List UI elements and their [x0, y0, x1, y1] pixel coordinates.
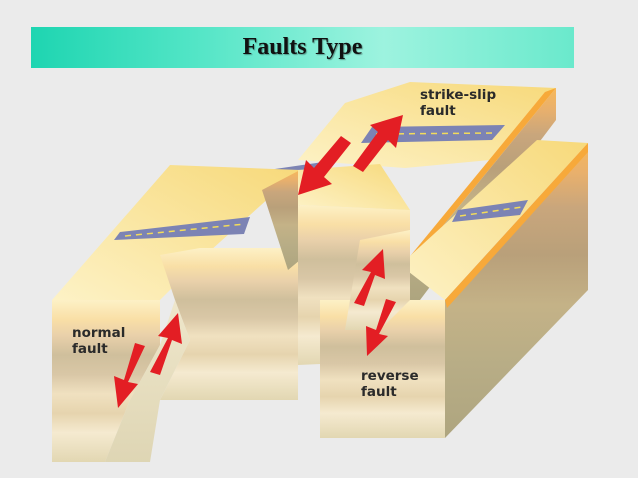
label-reverse-2: fault: [361, 384, 397, 400]
motion-arrows: [114, 115, 403, 408]
label-normal-2: fault: [72, 341, 108, 357]
arrow-up-icon: [150, 313, 182, 375]
label-strike-slip-2: fault: [420, 103, 456, 119]
normal-fault-block: [52, 165, 300, 462]
label-reverse-1: reverse: [361, 368, 419, 384]
reverse-fault-block: [320, 140, 588, 438]
arrow-down-left-icon: [298, 136, 351, 195]
title-bar: Faults Type: [31, 27, 574, 68]
arrow-up-right-icon: [353, 115, 403, 172]
label-strike-slip-1: strike-slip: [420, 87, 496, 103]
road-reverse: [452, 200, 528, 222]
label-normal-1: normal: [72, 325, 125, 341]
slide-title: Faults Type: [242, 34, 363, 60]
arrow-down-reverse-icon: [366, 299, 396, 356]
arrow-down-icon: [114, 343, 145, 408]
arrow-up-reverse-icon: [354, 249, 385, 306]
